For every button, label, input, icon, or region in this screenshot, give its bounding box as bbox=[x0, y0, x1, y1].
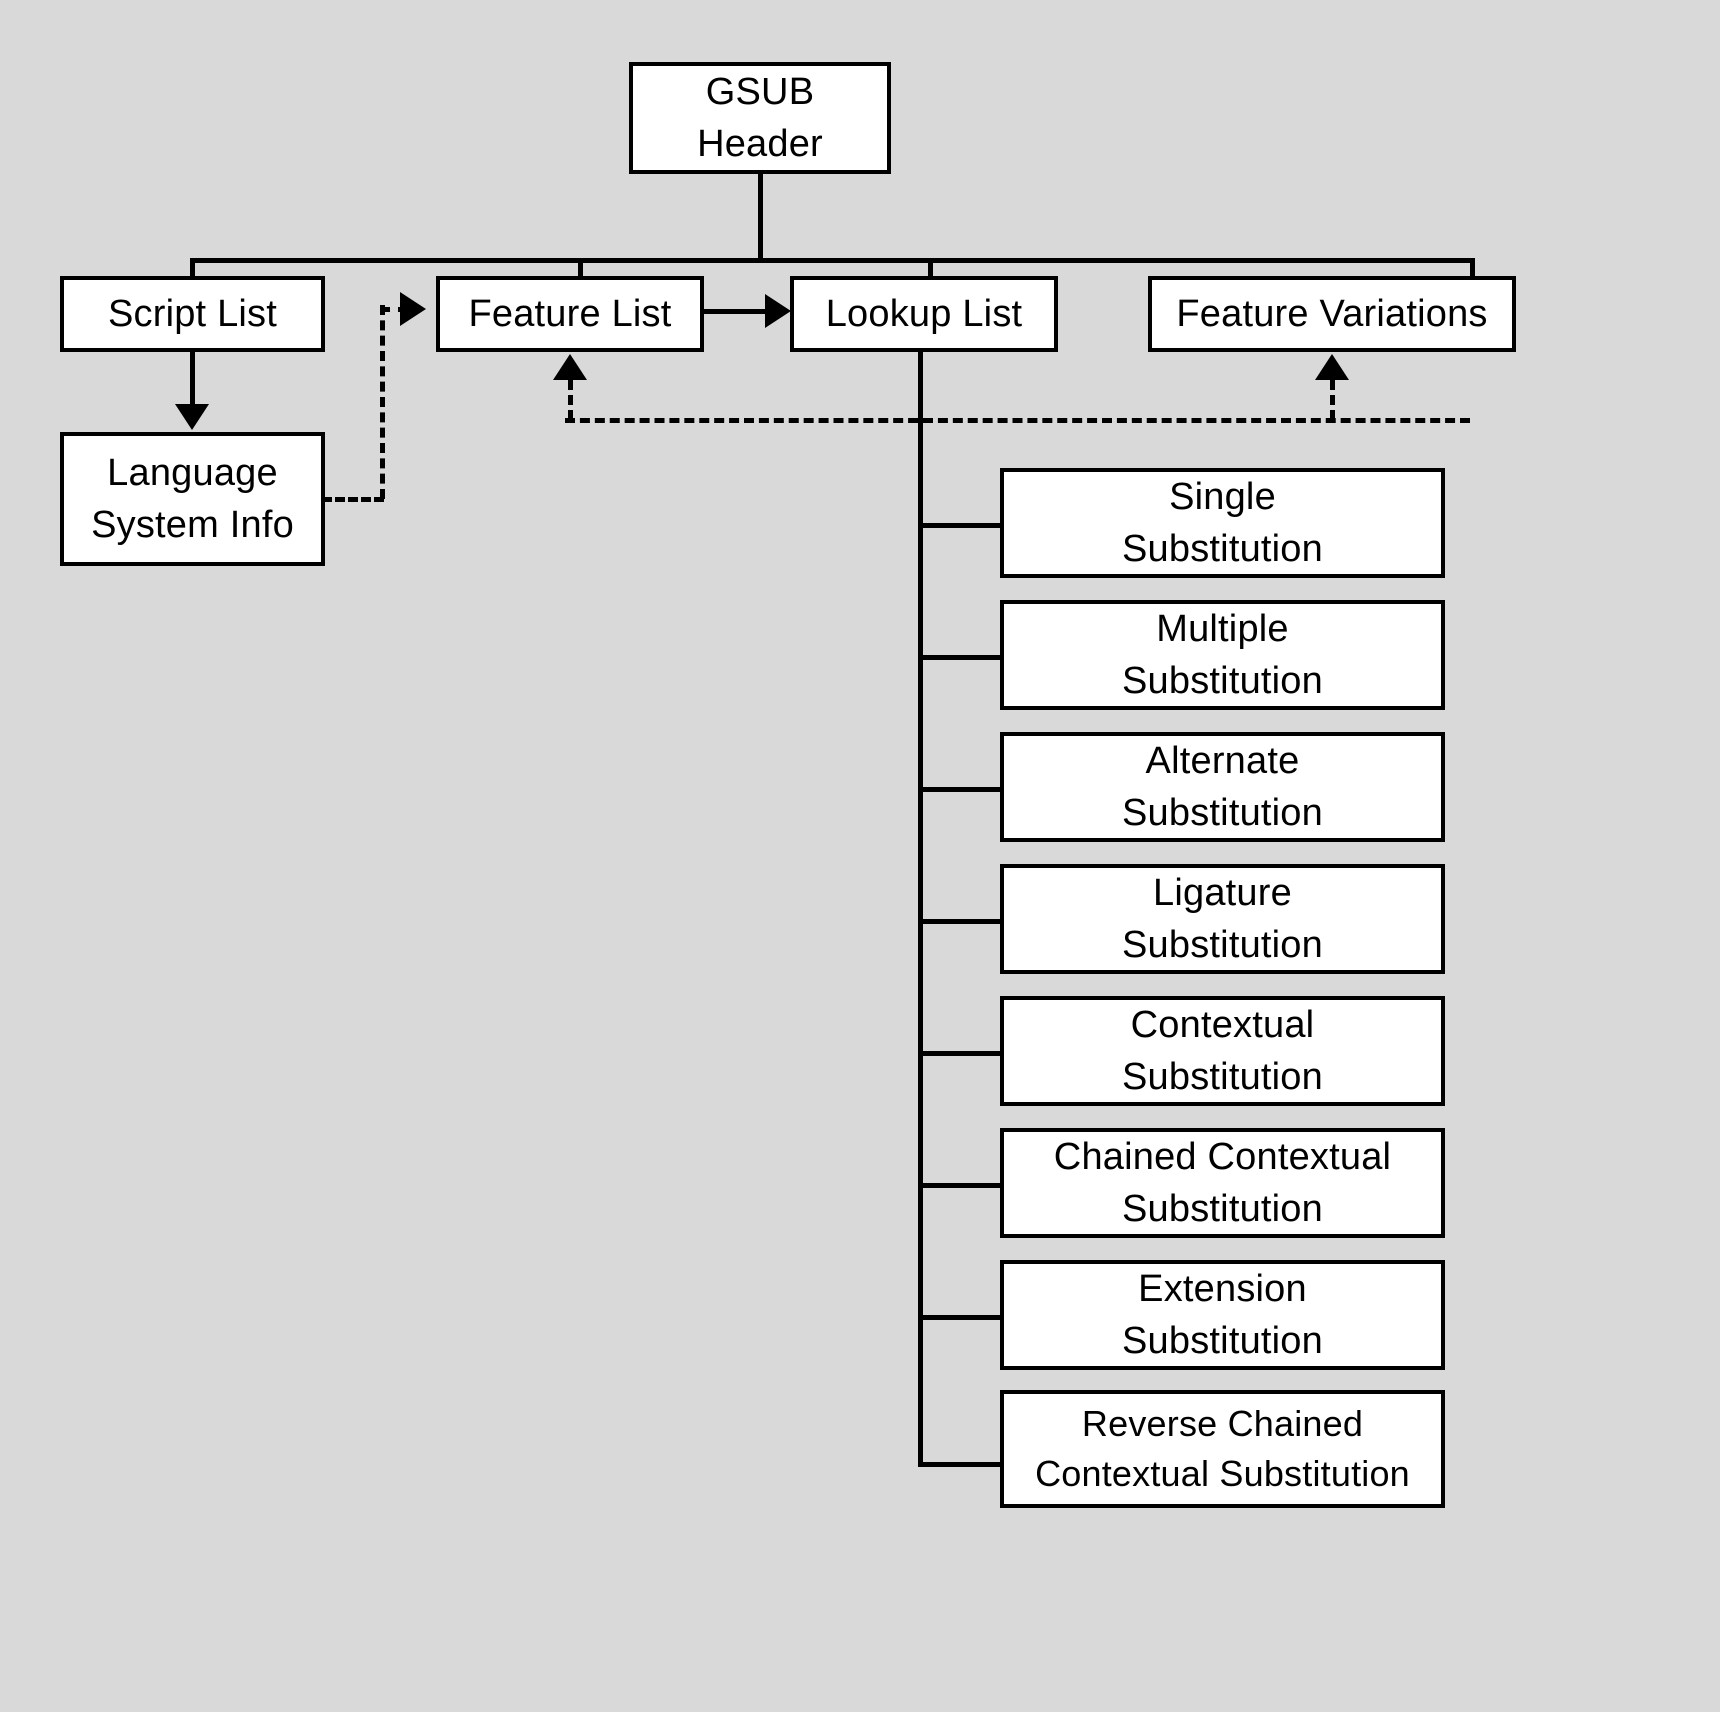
node-extension-substitution-line2: Substitution bbox=[1122, 1320, 1323, 1362]
node-reverse-chained-line2: Contextual Substitution bbox=[1035, 1453, 1410, 1494]
connector-branch-stub bbox=[918, 1462, 1006, 1467]
node-language-system-info[interactable]: Language System Info bbox=[60, 432, 325, 566]
node-multiple-substitution[interactable]: Multiple Substitution bbox=[1000, 600, 1445, 710]
node-extension-substitution[interactable]: Extension Substitution bbox=[1000, 1260, 1445, 1370]
dashed-riser-to-feature-list bbox=[568, 380, 573, 420]
node-gsub-header-line1: GSUB bbox=[705, 70, 815, 113]
node-lookup-list-label: Lookup List bbox=[825, 292, 1023, 335]
node-ligature-substitution[interactable]: Ligature Substitution bbox=[1000, 864, 1445, 974]
node-lookup-list[interactable]: Lookup List bbox=[790, 276, 1058, 352]
node-feature-variations-label: Feature Variations bbox=[1176, 292, 1488, 335]
node-single-substitution[interactable]: Single Substitution bbox=[1000, 468, 1445, 578]
node-chained-contextual-substitution[interactable]: Chained Contextual Substitution bbox=[1000, 1128, 1445, 1238]
node-script-list-label: Script List bbox=[107, 292, 278, 335]
node-ligature-substitution-line2: Substitution bbox=[1122, 924, 1323, 966]
node-language-system-info-line2: System Info bbox=[91, 504, 294, 546]
node-single-substitution-line1: Single bbox=[1169, 475, 1276, 518]
node-chained-contextual-substitution-line2: Substitution bbox=[1122, 1188, 1323, 1230]
node-feature-list[interactable]: Feature List bbox=[436, 276, 704, 352]
connector-gsub-stem bbox=[758, 172, 763, 262]
node-alternate-substitution-line2: Substitution bbox=[1122, 792, 1323, 834]
node-extension-substitution-line1: Extension bbox=[1138, 1267, 1307, 1310]
connector-top-bus bbox=[190, 258, 1475, 263]
node-alternate-substitution[interactable]: Alternate Substitution bbox=[1000, 732, 1445, 842]
node-ligature-substitution-line1: Ligature bbox=[1153, 871, 1292, 914]
connector-branch-stub bbox=[918, 787, 1006, 792]
arrow-feature-to-lookup bbox=[765, 294, 791, 328]
node-multiple-substitution-line2: Substitution bbox=[1122, 660, 1323, 702]
dashed-langsys-to-feature-list bbox=[380, 307, 408, 312]
connector-lookup-trunk bbox=[918, 350, 923, 1466]
dashed-langsys-riser bbox=[380, 305, 385, 499]
node-language-system-info-line1: Language bbox=[107, 451, 278, 494]
node-contextual-substitution-line1: Contextual bbox=[1130, 1003, 1315, 1046]
node-single-substitution-line2: Substitution bbox=[1122, 528, 1323, 570]
node-contextual-substitution-line2: Substitution bbox=[1122, 1056, 1323, 1098]
connector-branch-stub bbox=[918, 1315, 1006, 1320]
connector-script-to-langsys bbox=[190, 352, 195, 420]
connector-branch-stub bbox=[918, 1183, 1006, 1188]
arrow-langsys-to-feature-list bbox=[400, 292, 426, 326]
arrow-dashed-to-feature-variations bbox=[1315, 354, 1349, 380]
connector-branch-stub bbox=[918, 523, 1006, 528]
dashed-langsys-right-stub bbox=[322, 497, 384, 502]
connector-branch-stub bbox=[918, 655, 1006, 660]
node-alternate-substitution-line1: Alternate bbox=[1145, 739, 1300, 782]
node-script-list[interactable]: Script List bbox=[60, 276, 325, 352]
node-feature-list-label: Feature List bbox=[468, 292, 672, 335]
node-gsub-header[interactable]: GSUB Header bbox=[629, 62, 891, 174]
node-contextual-substitution[interactable]: Contextual Substitution bbox=[1000, 996, 1445, 1106]
dashed-riser-to-feature-variations bbox=[1330, 380, 1335, 420]
node-multiple-substitution-line1: Multiple bbox=[1156, 607, 1289, 650]
node-chained-contextual-substitution-line1: Chained Contextual bbox=[1053, 1135, 1392, 1178]
connector-feature-to-lookup bbox=[703, 309, 781, 314]
node-reverse-chained-line1: Reverse Chained bbox=[1081, 1403, 1364, 1445]
node-reverse-chained-contextual-substitution[interactable]: Reverse Chained Contextual Substitution bbox=[1000, 1390, 1445, 1508]
dashed-lookup-feedback-bus bbox=[565, 418, 1470, 423]
node-gsub-header-line2: Header bbox=[697, 123, 823, 165]
arrow-dashed-to-feature-list bbox=[553, 354, 587, 380]
connector-branch-stub bbox=[918, 919, 1006, 924]
connector-branch-stub bbox=[918, 1051, 1006, 1056]
arrow-script-to-langsys bbox=[175, 404, 209, 430]
node-feature-variations[interactable]: Feature Variations bbox=[1148, 276, 1516, 352]
